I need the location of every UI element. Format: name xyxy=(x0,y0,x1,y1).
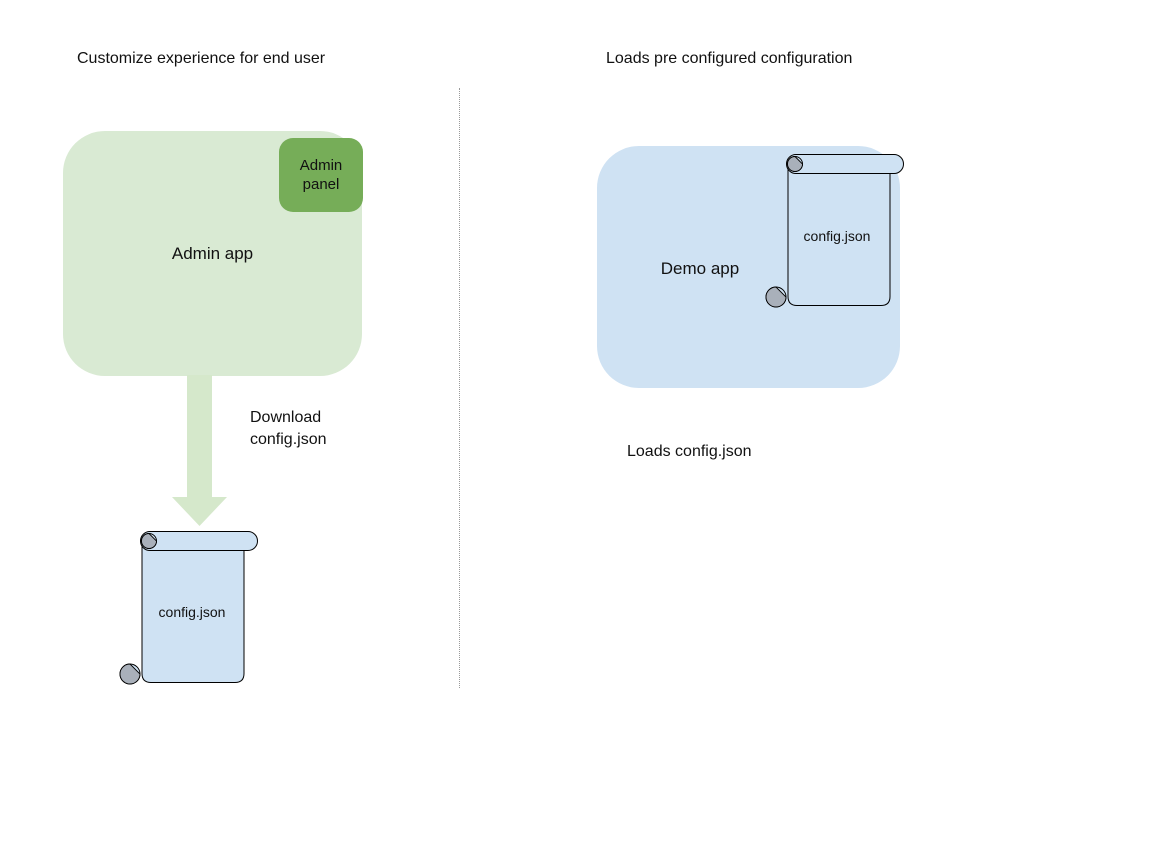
right-section-title: Loads pre configured configuration xyxy=(606,50,853,67)
admin-app-label: Admin app xyxy=(171,243,254,263)
demo-app-label: Demo app xyxy=(660,259,740,278)
admin-panel-label: Admin panel xyxy=(299,157,343,193)
download-arrow-icon xyxy=(172,375,227,526)
config-scroll-label-right: config.json xyxy=(803,228,871,244)
config-scroll-label-left: config.json xyxy=(158,604,226,620)
loads-config-caption: Loads config.json xyxy=(627,443,752,460)
dotted-section-divider xyxy=(459,88,460,688)
admin-panel-box: Admin panel xyxy=(279,138,363,212)
download-arrow-label: Download config.json xyxy=(250,409,327,448)
left-section-title: Customize experience for end user xyxy=(77,50,326,67)
